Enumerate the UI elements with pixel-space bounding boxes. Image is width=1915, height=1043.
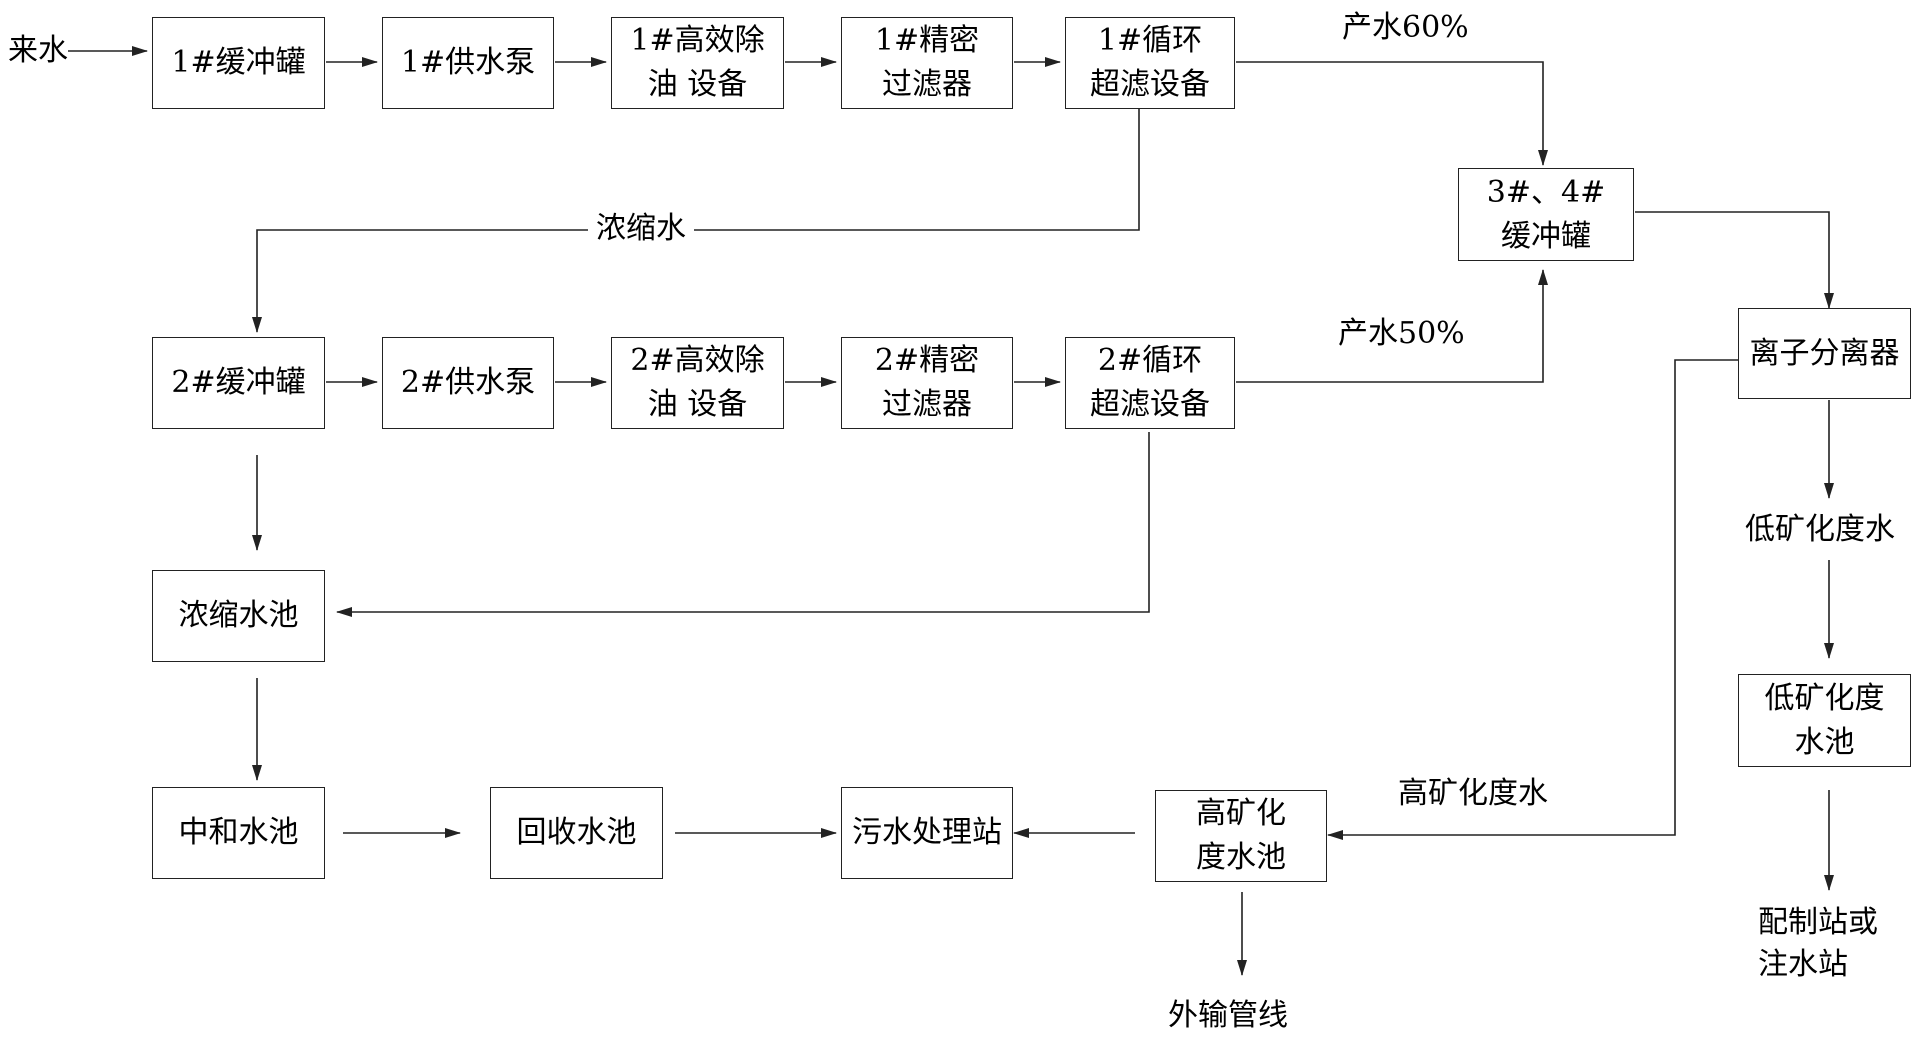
arrow-uf1-concentrate-to-buffer2 bbox=[252, 100, 1140, 333]
deoil-unit-1: 1#高效除 油 设备 bbox=[611, 17, 784, 109]
low-mineral-water-label: 低矿化度水 bbox=[1745, 512, 1895, 548]
destination-line1: 配制站或 bbox=[1758, 905, 1878, 940]
ultrafiltration-unit-2-line1: 2#循环 bbox=[1097, 343, 1203, 378]
buffer-tank-1: 1#缓冲罐 bbox=[152, 17, 325, 109]
feed-pump-1-label: 1#供水泵 bbox=[400, 45, 536, 80]
feed-pump-1: 1#供水泵 bbox=[382, 17, 554, 109]
ultrafiltration-unit-2-line2: 超滤设备 bbox=[1090, 387, 1210, 422]
precision-filter-1-line1: 1#精密 bbox=[874, 23, 980, 58]
concentrate-water-label: 浓缩水 bbox=[588, 211, 694, 247]
precision-filter-1-line2: 过滤器 bbox=[882, 67, 972, 102]
destination-label: 配制站或 注水站 bbox=[1758, 902, 1878, 986]
buffer-tank-3-4-line1: 3#、4# bbox=[1486, 174, 1606, 210]
buffer-tank-2-label: 2#缓冲罐 bbox=[171, 365, 306, 400]
ultrafiltration-unit-1-line2: 超滤设备 bbox=[1090, 67, 1210, 102]
high-mineral-water-label: 高矿化度水 bbox=[1398, 776, 1548, 812]
neutralization-pool: 中和水池 bbox=[152, 787, 325, 879]
buffer-tank-2: 2#缓冲罐 bbox=[152, 337, 325, 429]
buffer-tank-1-label: 1#缓冲罐 bbox=[171, 45, 306, 80]
concentrate-pool-label: 浓缩水池 bbox=[178, 598, 299, 633]
high-mineral-pool-line1: 高矿化 bbox=[1196, 796, 1286, 831]
low-mineral-pool-line2: 水池 bbox=[1794, 724, 1855, 760]
deoil-unit-1-line1: 1#高效除 bbox=[630, 23, 765, 58]
precision-filter-2-line1: 2#精密 bbox=[874, 343, 980, 378]
recovery-pool: 回收水池 bbox=[490, 787, 663, 879]
precision-filter-2: 2#精密 过滤器 bbox=[841, 337, 1013, 429]
arrow-tank34-to-ion-separator bbox=[1635, 211, 1834, 309]
high-mineral-pool-line2: 度水池 bbox=[1196, 840, 1286, 875]
buffer-tank-3-4-line2: 缓冲罐 bbox=[1501, 218, 1591, 254]
feed-pump-2: 2#供水泵 bbox=[382, 337, 554, 429]
precision-filter-2-line2: 过滤器 bbox=[882, 387, 972, 422]
deoil-unit-2-line1: 2#高效除 bbox=[630, 343, 765, 378]
deoil-unit-2: 2#高效除 油 设备 bbox=[611, 337, 784, 429]
feed-pump-2-label: 2#供水泵 bbox=[400, 365, 536, 400]
ion-separator: 离子分离器 bbox=[1738, 308, 1911, 399]
export-pipeline-label: 外输管线 bbox=[1168, 998, 1288, 1034]
yield-50-label: 产水50% bbox=[1338, 316, 1465, 352]
deoil-unit-1-line2: 油 设备 bbox=[647, 67, 748, 102]
ion-separator-label: 离子分离器 bbox=[1749, 335, 1900, 371]
destination-line2: 注水站 bbox=[1758, 947, 1848, 982]
high-mineral-pool: 高矿化 度水池 bbox=[1155, 790, 1327, 882]
ultrafiltration-unit-1: 1#循环 超滤设备 bbox=[1065, 17, 1235, 109]
arrow-uf2-to-concentrate-pool bbox=[336, 432, 1150, 617]
deoil-unit-2-line2: 油 设备 bbox=[647, 387, 748, 422]
low-mineral-pool-line1: 低矿化度 bbox=[1764, 680, 1885, 716]
low-mineral-pool: 低矿化度 水池 bbox=[1738, 674, 1911, 767]
arrow-ion-separator-to-high-pool bbox=[1327, 359, 1738, 840]
ultrafiltration-unit-1-line1: 1#循环 bbox=[1097, 23, 1203, 58]
sewage-treatment-station-label: 污水处理站 bbox=[852, 815, 1002, 850]
ultrafiltration-unit-2: 2#循环 超滤设备 bbox=[1065, 337, 1235, 429]
buffer-tank-3-4: 3#、4# 缓冲罐 bbox=[1458, 168, 1634, 261]
recovery-pool-label: 回收水池 bbox=[516, 815, 637, 850]
arrow-uf2-to-tank34 bbox=[1236, 269, 1548, 383]
precision-filter-1: 1#精密 过滤器 bbox=[841, 17, 1013, 109]
yield-60-label: 产水60% bbox=[1342, 10, 1469, 46]
neutralization-pool-label: 中和水池 bbox=[178, 815, 299, 850]
arrow-uf1-to-tank34 bbox=[1236, 61, 1548, 166]
sewage-treatment-station: 污水处理站 bbox=[841, 787, 1013, 879]
concentrate-pool: 浓缩水池 bbox=[152, 570, 325, 662]
source-water-label: 来水 bbox=[8, 33, 68, 69]
